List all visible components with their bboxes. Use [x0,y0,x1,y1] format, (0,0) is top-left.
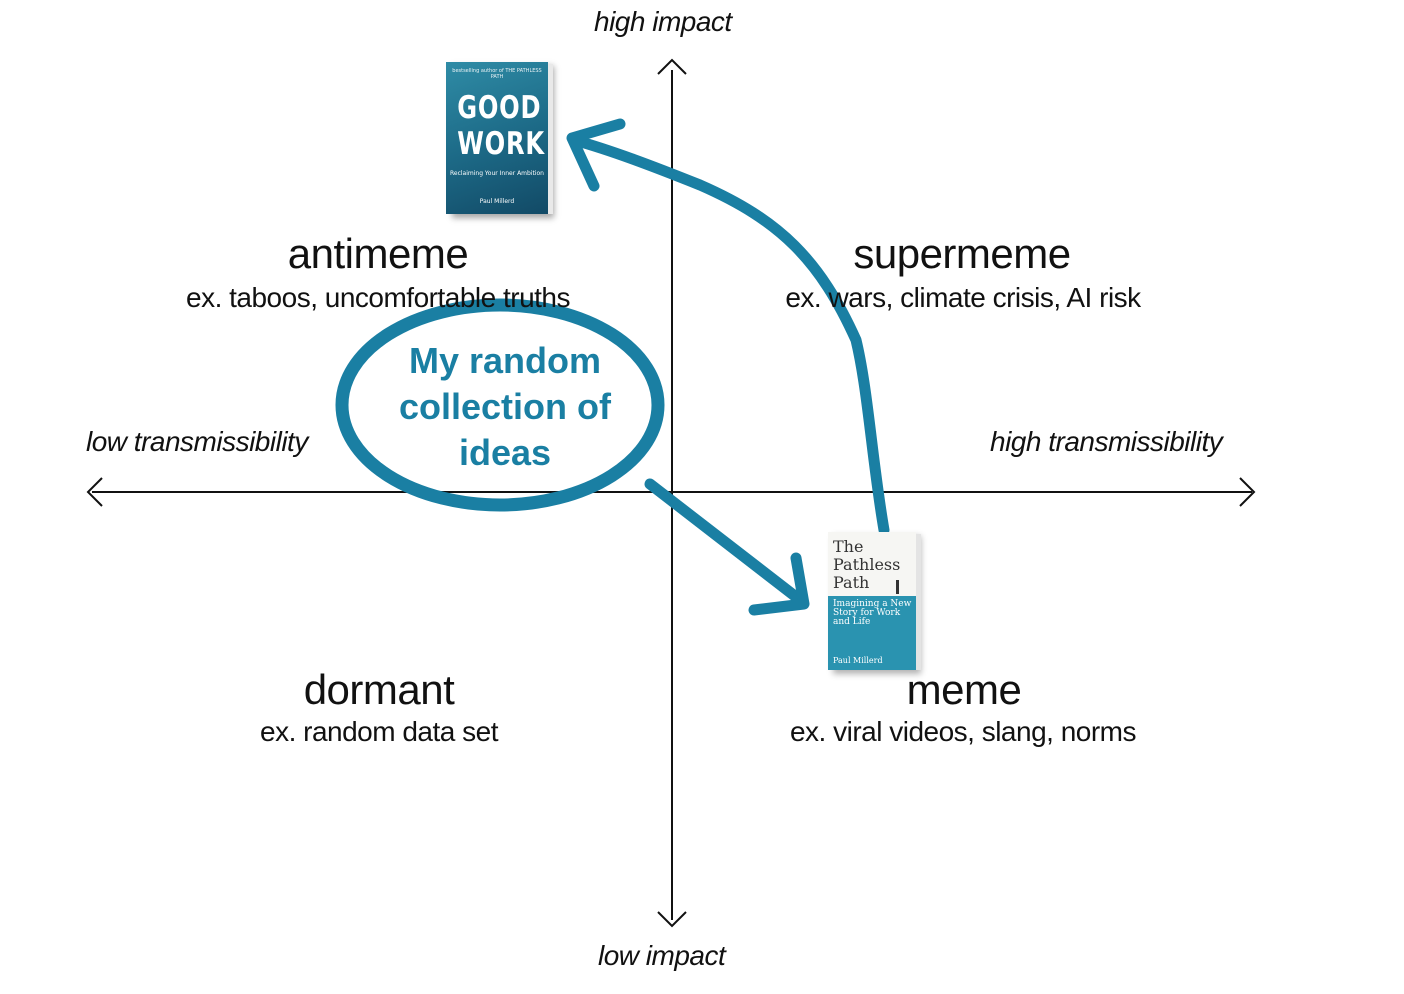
quadrant-example-supermeme: ex. wars, climate crisis, AI risk [785,282,1141,313]
good-work-subtitle: Reclaiming Your Inner Ambition [449,170,544,177]
pathless-path-title: The Pathless Path [833,537,901,592]
quadrant-example-dormant: ex. random data set [260,716,498,747]
curved-arrow-to-good-work [568,134,890,536]
good-work-title: GOOD WORK [457,90,545,162]
horizontal-axis-left-arrowhead [86,477,103,507]
pathless-path-author: Paul Millerd [833,656,883,665]
quadrant-title-antimeme: antimeme [287,230,469,277]
good-work-top-line: bestselling author of THE PATHLESS PATH [452,68,542,80]
quadrant-title-dormant: dormant [303,666,455,713]
pathless-path-book-cover: The Pathless Path Imagining a New Story … [828,532,921,670]
axis-label-low-transmissibility: low transmissibility [86,426,308,457]
curved-arrow-head [566,118,626,192]
walking-figure-icon [896,580,899,594]
quadrant-example-meme: ex. viral videos, slang, norms [789,716,1137,747]
good-work-author: Paul Millerd [479,198,515,205]
horizontal-axis-right-arrowhead [1239,477,1256,507]
quadrant-title-supermeme: supermeme [853,230,1071,277]
ideas-bubble [335,298,665,512]
axis-label-high-transmissibility: high transmissibility [990,426,1223,457]
vertical-axis-top-arrowhead [657,58,687,75]
pathless-path-subtitle: Imagining a New Story for Work and Life [833,599,912,627]
vertical-axis-bottom-arrowhead [657,911,687,928]
arrow-to-pathless-path [644,478,806,606]
ideas-bubble-label: My random collection of ideas [398,340,611,473]
pathless-path-band: Imagining a New Story for Work and Life … [828,596,916,670]
quadrant-example-antimeme: ex. taboos, uncomfortable truths [186,282,571,313]
quadrant-title-meme: meme [906,666,1022,713]
axis-label-high-impact: high impact [594,6,732,37]
good-work-book-cover: bestselling author of THE PATHLESS PATH … [446,62,553,214]
axis-label-low-impact: low impact [598,940,726,971]
arrow-to-pathless-path-head [748,552,810,616]
